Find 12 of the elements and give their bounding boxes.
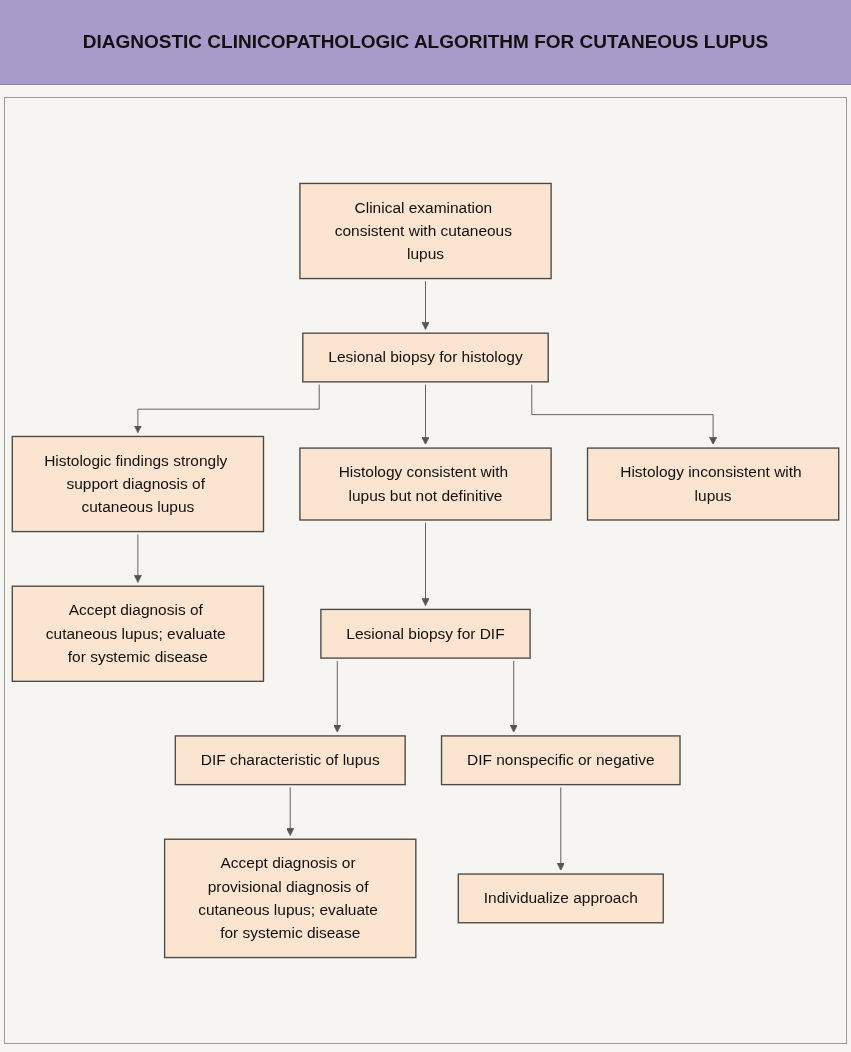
process-box: Histology consistent with lupus but not definitive (299, 447, 552, 521)
diagram-title: DIAGNOSTIC CLINICOPATHOLOGIC ALGORITHM FOR CUTANEOUS LUPUS (0, 0, 851, 85)
process-box: Accept diagnosis or provisional diagnosis of cutaneous lupus; evaluate for systemic disease (163, 838, 417, 959)
process-box: Histologic findings strongly support diagnosis of cutaneous lupus (11, 435, 265, 533)
process-box: Individualize approach (457, 873, 664, 924)
process-box: Clinical examination consistent with cutaneous lupus (299, 182, 552, 280)
process-box: DIF characteristic of lupus (174, 735, 406, 786)
process-box: Lesional biopsy for DIF (320, 608, 531, 659)
process-box: Accept diagnosis of cutaneous lupus; evaluate for systemic disease (11, 585, 265, 682)
process-box: Lesional biopsy for histology (302, 332, 549, 383)
process-box: DIF nonspecific or negative (440, 735, 681, 786)
process-box: Histology inconsistent with lupus (586, 447, 840, 521)
